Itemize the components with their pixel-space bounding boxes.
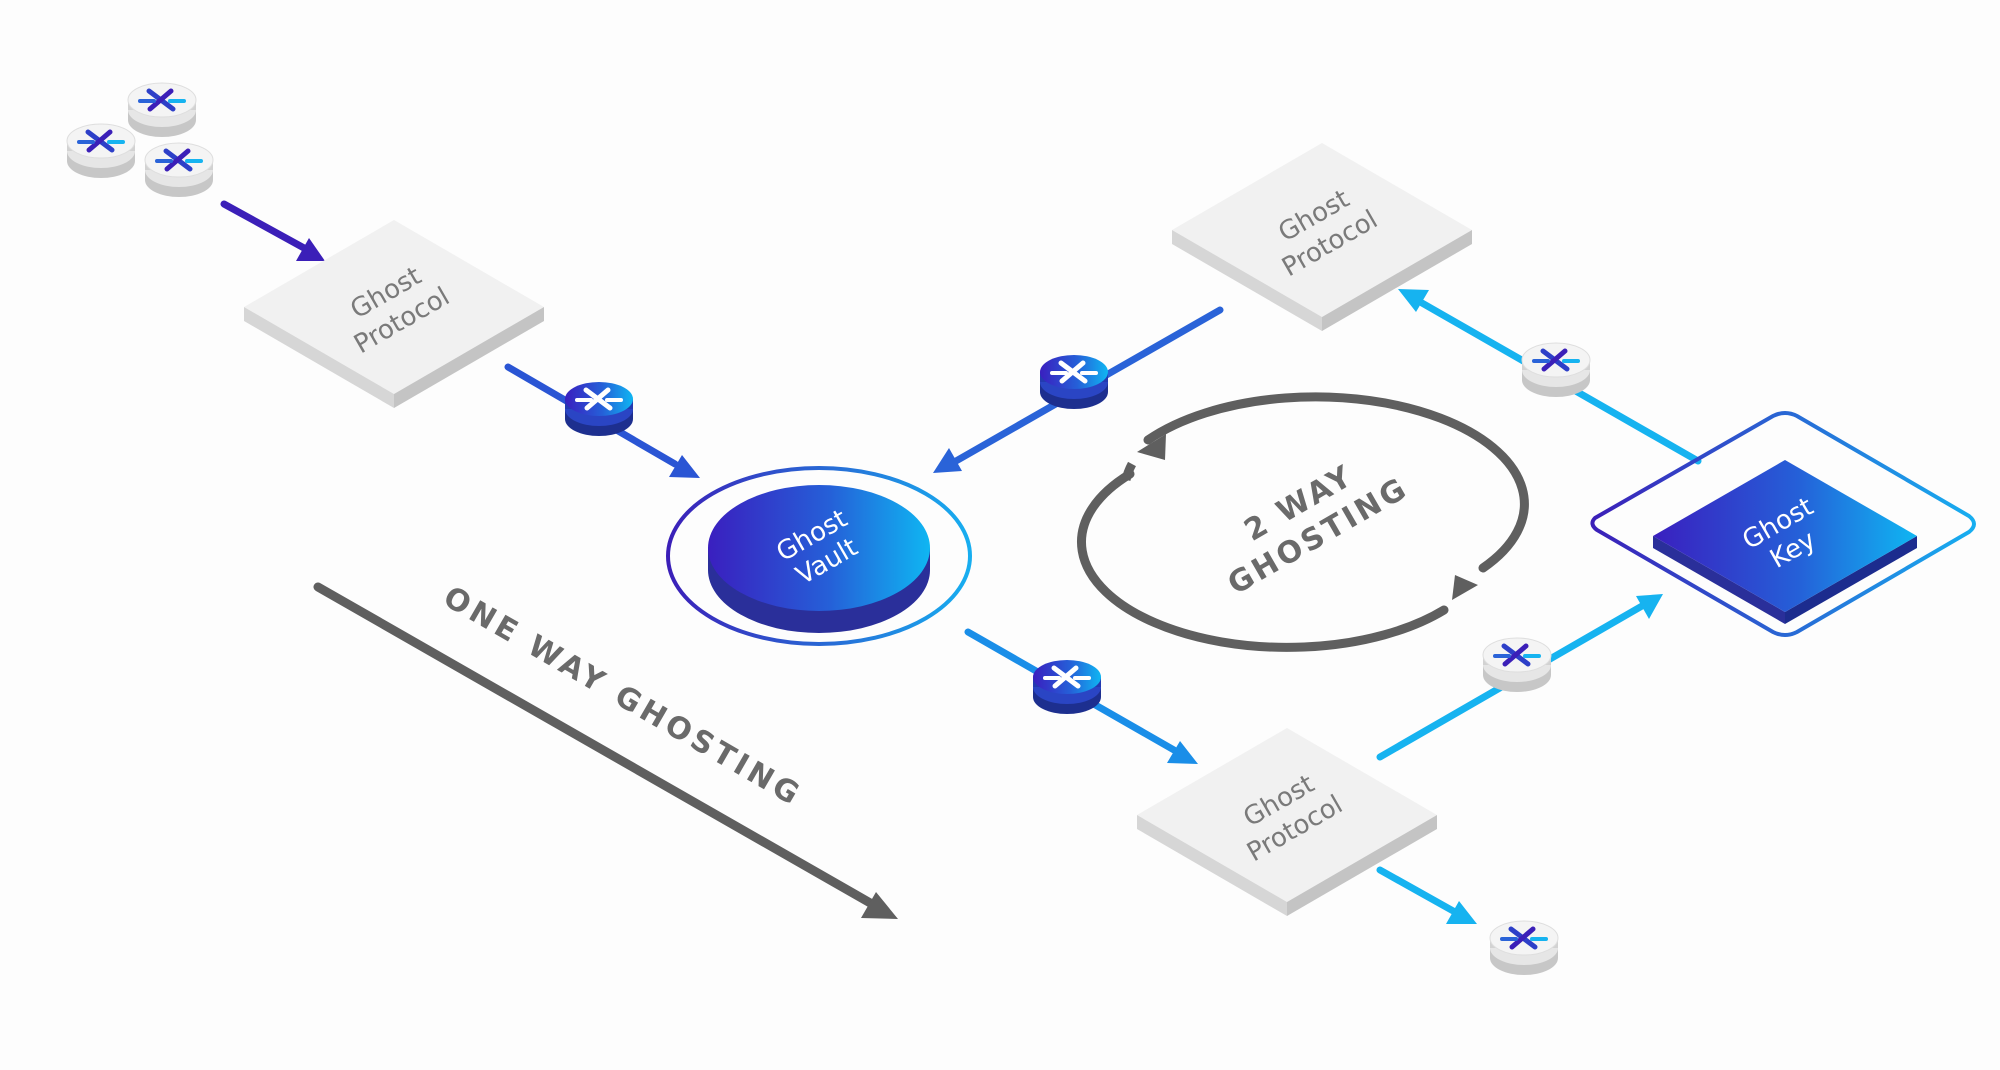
vault-node: Ghost Vault [666, 466, 972, 646]
input-coin-stack [67, 83, 213, 197]
key-node: Ghost Key [1590, 411, 1976, 637]
protocol-node-top-left: Ghost Protocol [244, 220, 544, 408]
vault-ring [666, 466, 972, 646]
one-way-arrow [313, 582, 898, 919]
protocol-node-top-right: Ghost Protocol [1172, 143, 1472, 331]
protocol-node-bottom: Ghost Protocol [1137, 728, 1437, 916]
cycle-arrowhead-top [1137, 434, 1166, 460]
two-way-label-group: 2 WAY GHOSTING [1222, 458, 1415, 602]
x-coin-icon [128, 83, 196, 137]
key-frame [1590, 411, 1976, 637]
x-coin-icon [1033, 660, 1101, 714]
x-coin-icon [1490, 921, 1558, 975]
arrow-bottom-protocol-to-coin [1376, 866, 1477, 924]
x-coin-icon [1040, 355, 1108, 409]
arrow-coins-to-protocol [220, 200, 325, 261]
x-coin-icon [1483, 638, 1551, 692]
two-way-cycle [1077, 392, 1529, 652]
x-coin-icon [1522, 343, 1590, 397]
x-coin-icon [565, 382, 633, 436]
x-coin-icon [67, 124, 135, 178]
cycle-arrowhead-bottom [1452, 575, 1478, 600]
x-coin-icon [145, 143, 213, 197]
